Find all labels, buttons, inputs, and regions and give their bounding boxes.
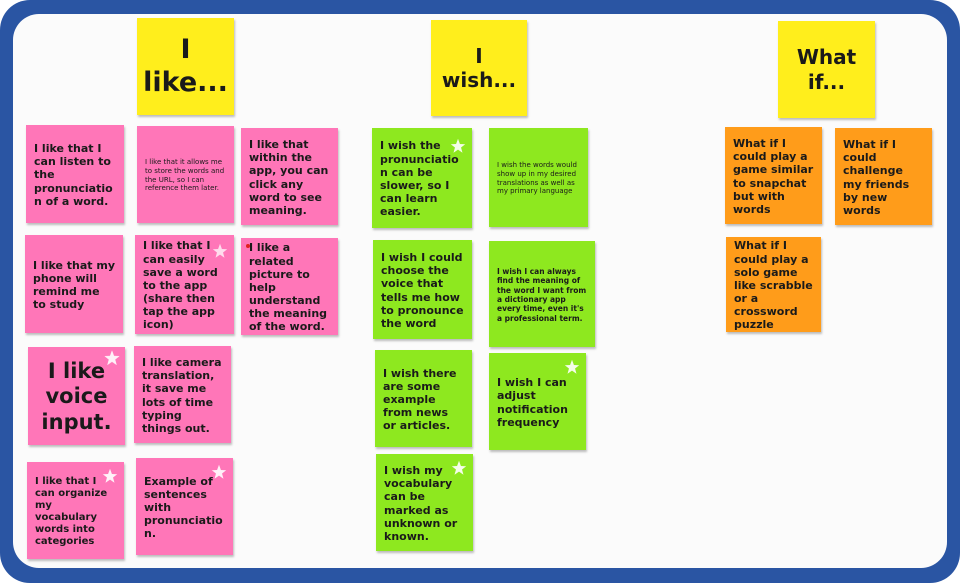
sticky-note-what-if[interactable]: What if I could challenge my friends by … [835,128,932,225]
note-text: I like that my phone will remind me to s… [33,258,116,312]
header-i-wish-label: I wish... [441,44,517,92]
note-text: What if I could play a game similar to s… [733,136,814,216]
sticky-note-what-if[interactable]: What if I could play a game similar to s… [725,127,822,224]
sticky-note-like[interactable]: I like that I can listen to the pronunci… [26,125,124,223]
sticky-note-like[interactable]: I like that my phone will remind me to s… [25,235,123,333]
note-text: I like that it allows me to store the wo… [145,158,225,193]
sticky-note-what-if[interactable]: What if I could play a solo game like sc… [726,237,821,332]
sticky-note-like[interactable]: I like voice input. [28,347,125,445]
note-text: I wish I could choose the voice that tel… [381,250,464,330]
sticky-note-wish[interactable]: I wish I could choose the voice that tel… [373,240,472,339]
header-what-if-label: What if... [796,44,857,94]
header-i-like[interactable]: I like... [137,18,234,115]
header-i-wish[interactable]: I wish... [431,20,527,116]
note-text: I wish there are some example from news … [383,366,457,433]
sticky-note-like[interactable]: I like a related picture to help underst… [241,238,338,335]
note-text: I like a related picture to help underst… [249,241,328,334]
star-sticker-icon [212,243,228,258]
sticky-board: I like... I wish... What if... I like th… [13,14,947,568]
sticky-note-wish[interactable]: I wish I can adjust notification frequen… [489,353,586,450]
note-text: I like camera translation, it save me lo… [142,355,222,435]
sticky-note-wish[interactable]: I wish the pronunciation can be slower, … [372,128,472,228]
note-text: I like that within the app, you can clic… [249,137,329,217]
note-text: What if I could challenge my friends by … [843,137,910,217]
star-sticker-icon [564,359,580,374]
sticky-note-like[interactable]: I like that it allows me to store the wo… [137,126,234,223]
star-sticker-icon [211,464,227,479]
note-text: What if I could play a solo game like sc… [734,239,813,332]
star-sticker-icon [102,468,118,483]
note-text: Example of sentences with pronunciation. [144,474,223,541]
star-sticker-icon [450,138,466,153]
star-sticker-icon [451,460,467,475]
red-marker-dot [246,244,250,248]
header-what-if[interactable]: What if... [778,21,875,118]
sticky-note-like[interactable]: I like camera translation, it save me lo… [134,346,231,443]
sticky-note-like[interactable]: I like that within the app, you can clic… [241,128,338,225]
sticky-note-like[interactable]: I like that I can easily save a word to … [135,235,234,334]
sticky-note-wish[interactable]: I wish there are some example from news … [375,350,472,447]
note-text: I wish I can always find the meaning of … [497,266,587,323]
note-text: I wish the words would show up in my des… [497,161,577,196]
note-text: I wish I can adjust notification frequen… [497,376,568,429]
sticky-note-wish[interactable]: I wish I can always find the meaning of … [489,241,595,347]
note-text: I like that I can listen to the pronunci… [34,142,113,208]
sticky-note-wish[interactable]: I wish the words would show up in my des… [489,128,588,227]
star-sticker-icon [104,350,120,366]
note-text: I like that I can organize my vocabulary… [35,475,108,547]
note-text: I wish the pronunciation can be slower, … [380,139,459,219]
note-text: I wish my vocabulary can be marked as un… [384,463,458,543]
note-text: I like voice input. [41,359,112,434]
note-text: I like that I can easily save a word to … [143,239,218,332]
header-i-like-label: I like... [143,34,228,98]
sticky-note-wish[interactable]: I wish my vocabulary can be marked as un… [376,454,473,551]
sticky-note-like[interactable]: Example of sentences with pronunciation. [136,458,233,555]
sticky-note-like[interactable]: I like that I can organize my vocabulary… [27,462,124,559]
